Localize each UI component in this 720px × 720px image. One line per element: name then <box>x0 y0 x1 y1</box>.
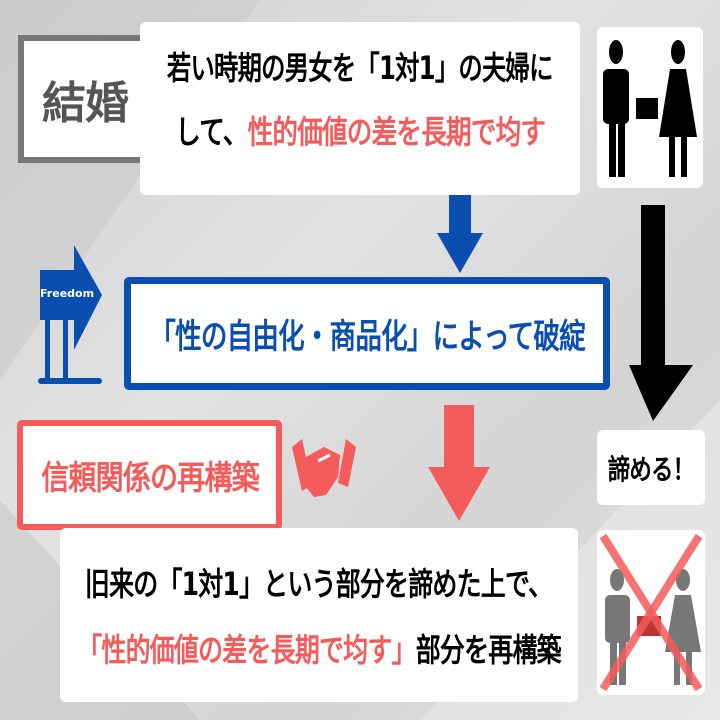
top-text-box: 若い時期の男女を「1対1」の夫婦に して、性的価値の差を長期で均す <box>140 22 580 195</box>
man-woman-linked-icon <box>603 40 697 177</box>
crossed-couple-box <box>597 530 705 695</box>
couple-figure-box <box>597 27 703 188</box>
top-line-2: して、性的価値の差を長期で均す <box>175 113 546 151</box>
marriage-label: 結婚 <box>42 78 129 129</box>
trust-label: 信頼関係の再構築 <box>40 458 259 497</box>
give-up-box: 諦める！ <box>597 430 705 505</box>
bottom-line-2-highlight: 「性的価値の差を長期で均す」 <box>77 631 416 669</box>
top-line-2-prefix: して、 <box>175 113 248 151</box>
handshake-icon <box>292 439 356 497</box>
black-down-arrow-icon <box>629 205 693 421</box>
collapse-text: 「性の自由化・商品化」によって破綻 <box>149 317 585 357</box>
top-line-2-highlight: 性的価値の差を長期で均す <box>247 113 545 151</box>
crossed-couple-icon <box>599 533 703 692</box>
bottom-text-box: 旧来の「1対1」という部分を諦めた上で、 「性的価値の差を長期で均す」部分を再構… <box>60 528 578 702</box>
top-line-1: 若い時期の男女を「1対1」の夫婦に <box>167 49 553 87</box>
freedom-signpost-icon <box>38 245 102 384</box>
give-up-text: 諦める！ <box>607 452 695 486</box>
red-down-arrow-icon <box>428 405 490 521</box>
bottom-line-2: 「性的価値の差を長期で均す」部分を再構築 <box>77 632 561 668</box>
bottom-line-1: 旧来の「1対1」という部分を諦めた上で、 <box>85 565 553 603</box>
blue-down-arrow-icon <box>437 195 483 273</box>
collapse-box: 「性の自由化・商品化」によって破綻 <box>124 277 610 390</box>
marriage-label-box: 結婚 <box>18 35 152 163</box>
bottom-line-2-suffix: 部分を再構築 <box>415 631 562 669</box>
freedom-sign-label: Freedom <box>40 287 95 300</box>
trust-label-box: 信頼関係の再構築 <box>17 420 282 530</box>
